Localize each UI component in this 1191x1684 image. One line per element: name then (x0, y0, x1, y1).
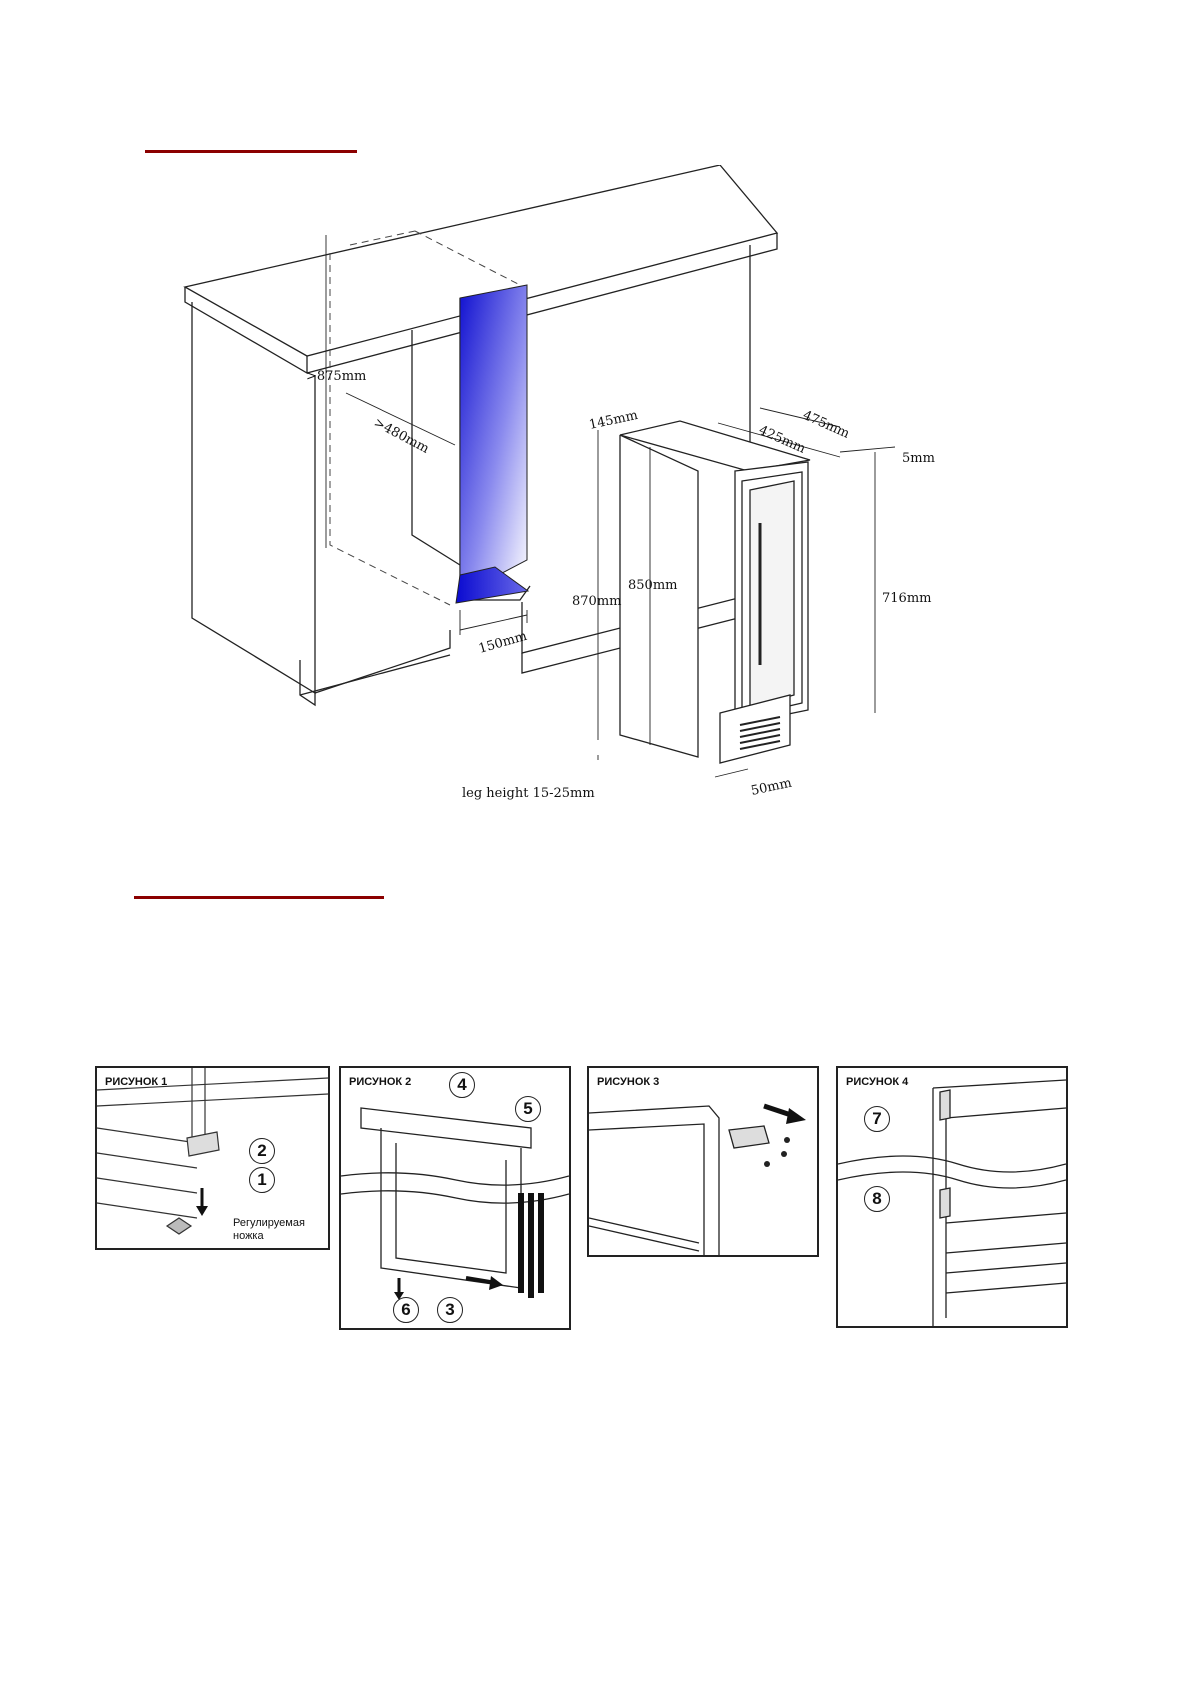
section-heading-rule-1 (145, 150, 357, 153)
figure-1-title: РИСУНОК 1 (105, 1076, 168, 1088)
figure-1-drawing (97, 1068, 328, 1235)
figure-2-callout-5: 5 (515, 1096, 541, 1122)
dim-rear-height: 716mm (882, 591, 931, 606)
figure-3-title: РИСУНОК 3 (597, 1076, 660, 1088)
dim-cabinet-gap: 145mm (588, 408, 640, 433)
left-cabinet (191, 302, 316, 695)
cooler-side (619, 434, 699, 758)
dim-total-height: 870mm (572, 594, 621, 609)
figure-2-drawing (341, 1107, 569, 1300)
niche-floor (455, 566, 530, 604)
figure-4-callout-7: 7 (864, 1106, 890, 1132)
figure-4-title: РИСУНОК 4 (846, 1076, 909, 1088)
cooler-top (619, 420, 811, 472)
dim-niche-width: 150mm (477, 629, 529, 657)
figure-4: РИСУНОК 4 7 8 (836, 1066, 1068, 1328)
dim-top-gap: 5mm (902, 451, 935, 466)
figure-2-callout-4: 4 (449, 1072, 475, 1098)
figure-1-adjustable-leg-label: Регулируемая ножка (233, 1217, 317, 1243)
dim-min-depth: >480mm (371, 415, 431, 457)
dim-foot-depth: 50mm (750, 776, 793, 799)
figure-3-drawing (589, 1103, 806, 1255)
figure-1: РИСУНОК 1 2 1 Регулируемая ножка (95, 1066, 330, 1250)
dim-min-height: >875mm (306, 369, 366, 384)
figure-1-callout-2: 2 (249, 1138, 275, 1164)
dim-body-height: 850mm (628, 578, 677, 593)
installation-dimensions-diagram: >875mm >480mm 150mm 145mm 475mm 425mm 5m… (183, 165, 935, 801)
figure-2-callout-3: 3 (437, 1297, 463, 1323)
dim-width-outer: 475mm (800, 408, 851, 442)
niche-side-panel (459, 284, 528, 596)
figure-2-title: РИСУНОК 2 (349, 1076, 412, 1088)
section-heading-rule-2 (134, 896, 384, 899)
figure-2: РИСУНОК 2 4 5 6 3 (339, 1066, 571, 1330)
figure-4-drawing (838, 1079, 1066, 1326)
figure-1-callout-1: 1 (249, 1167, 275, 1193)
figure-4-callout-8: 8 (864, 1186, 890, 1212)
dim-leg-height: leg height 15-25mm (462, 786, 595, 801)
figure-3: РИСУНОК 3 (587, 1066, 819, 1257)
figure-2-callout-6: 6 (393, 1297, 419, 1323)
